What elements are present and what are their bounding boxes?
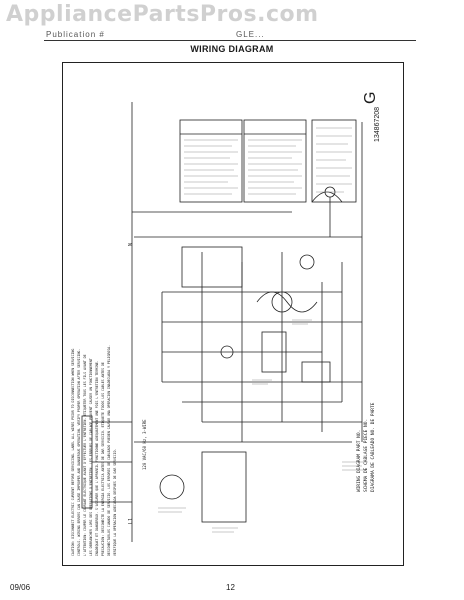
legend-box-1: [179, 119, 243, 203]
terminal-block: [81, 415, 93, 509]
caution-text: CAUTION: DISCONNECT ELECTRIC CURRENT BEF…: [70, 76, 118, 556]
legend-box-2: [243, 119, 307, 203]
wiring-diagram-part-label: WIRING DIAGRAM PART NO.SCHEMA DE CABLAGE…: [356, 403, 377, 492]
supply-label: 120 VAC/60 Hz, 3-WIRE: [142, 419, 147, 470]
motor-block: [201, 451, 247, 523]
heater-block: [261, 331, 287, 373]
part-label-line: SCHEMA DE CABLAGE PIECE NO.: [364, 418, 369, 492]
motor-symbol: [159, 474, 185, 500]
caution-line: VERIFIQUE LA OPERACION ADECUADA DESPUES …: [113, 448, 117, 556]
neutral-label: N: [128, 242, 134, 246]
revision-letter: G: [362, 91, 379, 104]
wiring-diagram: [81, 102, 368, 542]
heater-coil: [256, 291, 318, 313]
notes-box: [311, 119, 357, 203]
diagram-frame: [62, 62, 404, 566]
timer-switch-block: [181, 246, 243, 288]
start-switch-symbol: [271, 291, 293, 313]
part-label-line: DIAGRAMA DE CABLEADO NO. DE PARTE: [371, 402, 376, 492]
line-label: L1: [128, 517, 134, 524]
part-number: 134867208: [374, 106, 381, 142]
header-rule: [44, 40, 416, 41]
part-label-line: WIRING DIAGRAM PART NO.: [357, 429, 362, 492]
watermark: AppliancePartsPros.com: [6, 2, 319, 27]
page-title: WIRING DIAGRAM: [190, 44, 274, 54]
header-left: Publication #: [46, 30, 105, 39]
header-right: GLE...: [236, 30, 265, 39]
page-number: 12: [226, 583, 235, 592]
thermostat-block: [301, 361, 331, 383]
footer-date: 09/06: [10, 583, 31, 592]
